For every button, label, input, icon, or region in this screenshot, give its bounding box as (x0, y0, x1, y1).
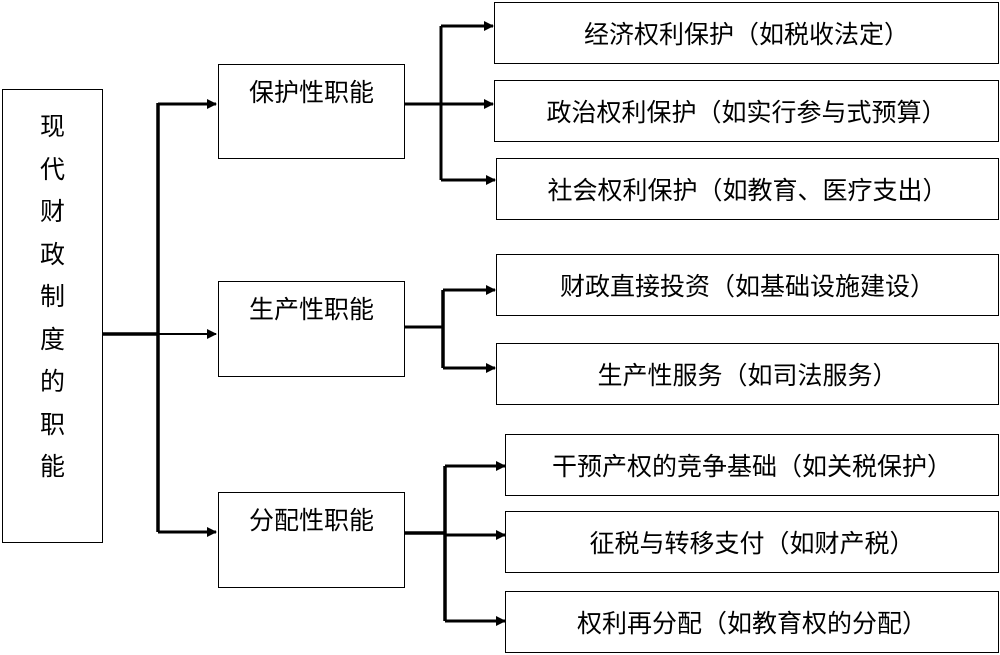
branch-distributive-label: 分配性职能 (248, 506, 374, 535)
leaf-economic-rights: 经济权利保护（如税收法定） (494, 2, 999, 64)
root-label: 现 代 财 政 制 度 的 职 能 (3, 106, 102, 489)
root-char: 度 (39, 324, 65, 354)
root-char: 现 (39, 112, 65, 141)
leaf-tax-transfer: 征税与转移支付（如财产税） (505, 511, 999, 573)
leaf-label: 干预产权的竞争基础（如关税保护） (551, 452, 952, 481)
branch-protective: 保护性职能 (218, 64, 405, 159)
leaf-label: 生产性服务（如司法服务） (597, 361, 898, 390)
root-char: 职 (39, 409, 65, 439)
root-char: 代 (39, 154, 65, 184)
root-char: 政 (39, 239, 65, 269)
leaf-rights-redistribution: 权利再分配（如教育权的分配） (505, 591, 999, 653)
root-char: 的 (39, 367, 65, 396)
branch-productive-label: 生产性职能 (248, 295, 374, 324)
leaf-political-rights: 政治权利保护（如实行参与式预算） (494, 80, 999, 142)
branch-protective-label: 保护性职能 (248, 78, 374, 107)
branch-distributive: 分配性职能 (218, 492, 405, 588)
leaf-direct-investment: 财政直接投资（如基础设施建设） (496, 254, 999, 316)
leaf-label: 经济权利保护（如税收法定） (583, 20, 909, 49)
branch-productive: 生产性职能 (218, 281, 405, 377)
leaf-label: 财政直接投资（如基础设施建设） (559, 272, 935, 301)
leaf-label: 社会权利保护（如教育、医疗支出） (547, 176, 948, 205)
leaf-productive-services: 生产性服务（如司法服务） (496, 343, 999, 405)
root-node: 现 代 财 政 制 度 的 职 能 (2, 89, 103, 543)
root-char: 财 (39, 197, 65, 226)
leaf-competition-basis: 干预产权的竞争基础（如关税保护） (505, 434, 999, 496)
root-char: 能 (39, 452, 65, 481)
leaf-label: 政治权利保护（如实行参与式预算） (546, 98, 947, 127)
root-char: 制 (39, 282, 65, 311)
leaf-label: 征税与转移支付（如财产税） (589, 529, 915, 558)
leaf-social-rights: 社会权利保护（如教育、医疗支出） (496, 158, 999, 220)
leaf-label: 权利再分配（如教育权的分配） (576, 609, 927, 638)
